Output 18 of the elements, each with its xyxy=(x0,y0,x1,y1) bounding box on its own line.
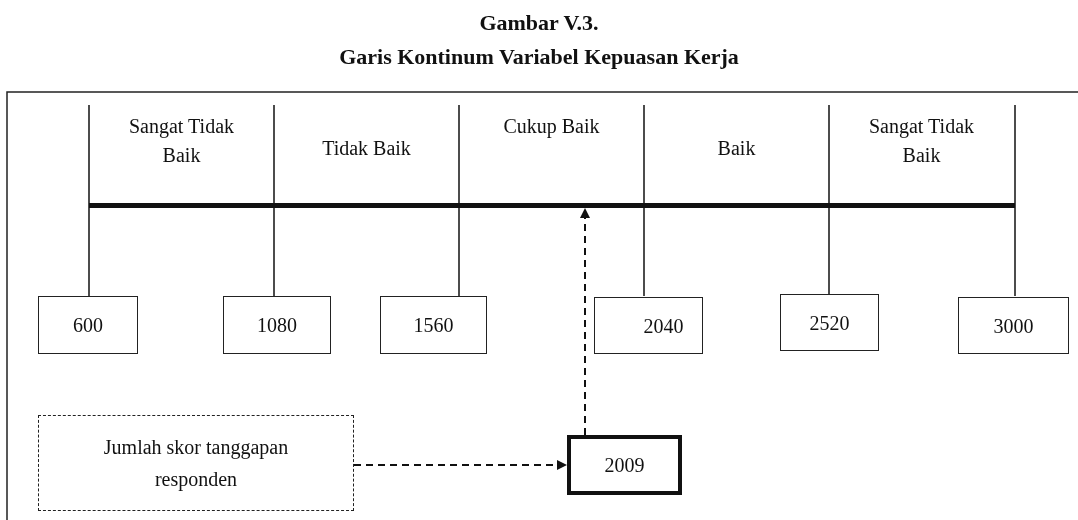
value-box: 1560 xyxy=(380,296,487,354)
arrow xyxy=(580,207,590,436)
arrow xyxy=(353,460,568,470)
result-box: 2009 xyxy=(567,435,682,495)
figure-number: Gambar V.3. xyxy=(478,10,600,36)
diagram-title: Garis Kontinum Variabel Kepuasan Kerja xyxy=(338,44,740,70)
category-label: Sangat Tidak Baik xyxy=(868,114,975,168)
category-label: Tidak Baik xyxy=(321,136,412,161)
value-box: 3000 xyxy=(958,297,1069,354)
value-box: 1080 xyxy=(223,296,331,354)
note-box: Jumlah skor tanggapan responden xyxy=(38,415,354,511)
category-label: Cukup Baik xyxy=(502,114,601,140)
continuum-bar xyxy=(89,203,1015,208)
value-box: 2520 xyxy=(780,294,879,351)
value-box: 600 xyxy=(38,296,138,354)
value-box: 2040 xyxy=(594,297,703,354)
category-label: Baik xyxy=(716,136,757,161)
category-label: Sangat Tidak Baik xyxy=(128,114,235,168)
